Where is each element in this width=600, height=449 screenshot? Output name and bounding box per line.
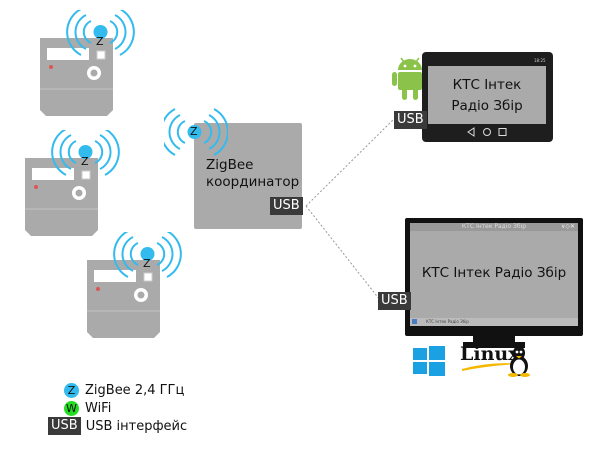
- android-tablet: 18:25 КТС Інтек Радіо Збір: [422, 52, 553, 142]
- meter-display: [32, 168, 74, 180]
- desktop-window: КТС Інтек Радіо Збір ∨◇✕ КТС Інтек Радіо…: [410, 223, 578, 326]
- zigbee-legend-icon: Z: [64, 382, 79, 398]
- coordinator-usb-port: USB: [270, 197, 303, 215]
- meter-button: [143, 272, 153, 282]
- zigbee-badge: Z: [190, 125, 198, 138]
- legend-zigbee: Z ZigBee 2,4 ГГц: [64, 381, 184, 399]
- taskbar: КТС Інтек Радіо Збір: [410, 318, 578, 326]
- legend-usb-label: USB інтерфейс: [85, 418, 188, 434]
- tablet-nav-bar: [467, 127, 509, 137]
- meter-2: Z: [25, 130, 120, 240]
- usb-link-desktop: [305, 205, 381, 301]
- coordinator-signal: Z: [164, 106, 228, 158]
- home-icon: [483, 128, 491, 136]
- desktop-monitor: КТС Інтек Радіо Збір ∨◇✕ КТС Інтек Радіо…: [405, 218, 583, 336]
- tablet-screen: КТС Інтек Радіо Збір: [428, 66, 546, 124]
- meter-led: [96, 287, 100, 291]
- legend-wifi: W WiFi: [64, 399, 111, 417]
- coordinator-label-line2: координатор: [206, 174, 300, 190]
- recents-icon: [498, 128, 507, 136]
- tablet-status-bar: 18:25: [534, 58, 546, 63]
- tux-icon: [508, 346, 530, 377]
- back-icon: [467, 127, 475, 137]
- coordinator-label-line1: ZigBee: [206, 157, 254, 173]
- monitor-stand: [473, 336, 515, 346]
- zigbee-coordinator: ZigBee координатор USB: [194, 123, 303, 229]
- meter-button: [96, 50, 106, 60]
- usb-link-tablet: [305, 118, 395, 207]
- signal-waves-icon: [66, 10, 135, 56]
- meter-button: [81, 170, 91, 180]
- legend-usb: USB USB інтерфейс: [48, 417, 187, 435]
- linux-wordmark: Linux: [460, 343, 520, 365]
- window-controls-icon[interactable]: ∨◇✕: [560, 223, 575, 230]
- window-title: КТС Інтек Радіо Збір: [461, 223, 527, 230]
- signal-waves-icon: [113, 232, 182, 278]
- meter-led: [34, 185, 38, 189]
- legend-zigbee-label: ZigBee 2,4 ГГц: [85, 382, 185, 398]
- windows-logo-icon: [413, 346, 446, 376]
- signal-waves-icon: [51, 130, 120, 176]
- desktop-app-text: КТС Інтек Радіо Збір: [421, 265, 567, 281]
- zigbee-badge: Z: [143, 257, 151, 270]
- zigbee-badge: Z: [96, 35, 104, 48]
- wifi-legend-icon: W: [64, 400, 79, 416]
- window-title-bar: КТС Інтек Радіо Збір ∨◇✕: [410, 223, 578, 231]
- zigbee-badge: Z: [81, 155, 89, 168]
- tablet-app-text-line1: КТС Інтек: [452, 77, 522, 93]
- tablet-app-text-line2: Радіо Збір: [451, 98, 523, 114]
- start-icon[interactable]: [412, 319, 417, 324]
- usb-legend-icon: USB: [48, 417, 81, 435]
- monitor-base: [463, 342, 525, 348]
- taskbar-item[interactable]: КТС Інтек Радіо Збір: [426, 319, 469, 324]
- tablet-usb-port: USB: [394, 111, 427, 129]
- meter-3: Z: [87, 232, 182, 342]
- signal-waves-icon: [164, 108, 228, 156]
- meter-display: [94, 270, 136, 282]
- desktop-usb-port: USB: [378, 292, 411, 310]
- meter-led: [49, 65, 53, 69]
- meter-display: [47, 48, 89, 60]
- legend-wifi-label: WiFi: [85, 400, 112, 416]
- meter-1: Z: [40, 10, 135, 120]
